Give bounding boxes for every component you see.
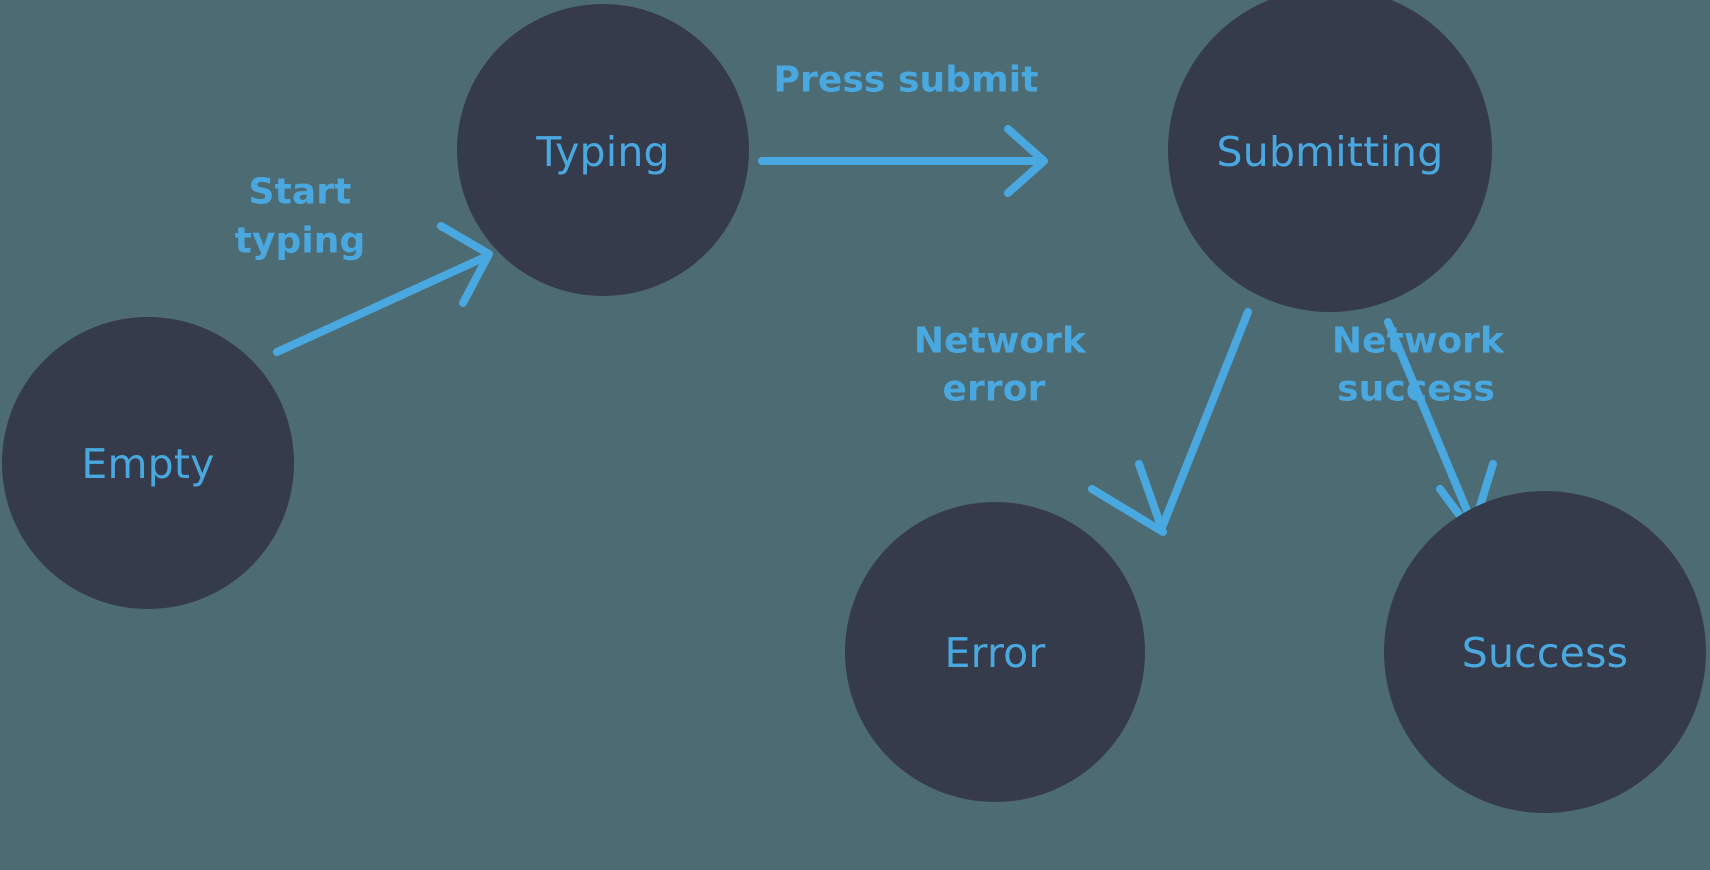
edge-submitting-to-error-arrowhead [1088,460,1167,536]
edge-empty-to-typing-arrowhead [437,222,493,307]
edge-label-press-submit-line-1: Press submit [773,60,1038,101]
state-node-typing[interactable]: Typing [457,4,749,296]
edge-typing-to-submitting-arrowhead [1004,125,1048,197]
edge-typing-to-submitting[interactable] [758,125,1048,197]
state-node-empty-label: Empty [81,440,214,488]
state-node-typing-label: Typing [535,128,670,176]
state-node-submitting-label: Submitting [1217,128,1444,176]
state-node-success-label: Success [1462,629,1628,677]
state-node-error-circle [845,502,1145,802]
state-node-empty-circle [2,317,294,609]
edge-label-network-success-line-2: success [1337,369,1495,410]
state-node-error-label: Error [945,629,1046,677]
state-node-success[interactable]: Success [1384,491,1706,813]
state-node-success-circle [1384,491,1706,813]
edge-label-network-error-line-1: Network [914,321,1087,362]
state-node-submitting[interactable]: Submitting [1168,0,1492,312]
state-node-error[interactable]: Error [845,502,1145,802]
edge-label-start-typing-line-1: Start [249,172,352,213]
edge-label-start-typing-line-2: typing [235,221,366,262]
edge-label-network-success: Network success [1332,321,1505,410]
edge-submitting-to-error[interactable] [1088,308,1252,536]
edge-label-start-typing: Start typing [235,172,366,262]
edge-label-press-submit: Press submit [773,60,1038,101]
edge-submitting-to-success-line [1384,318,1477,529]
edge-label-network-success-line-1: Network [1332,321,1505,362]
edge-empty-to-typing-line [273,254,487,356]
edge-label-network-error-line-2: error [943,369,1046,410]
state-node-empty[interactable]: Empty [2,317,294,609]
edge-empty-to-typing[interactable] [273,222,493,356]
edge-label-network-error: Network error [914,321,1087,410]
state-node-typing-circle [457,4,749,296]
state-node-submitting-circle [1168,0,1492,312]
edge-submitting-to-error-line [1159,308,1252,529]
